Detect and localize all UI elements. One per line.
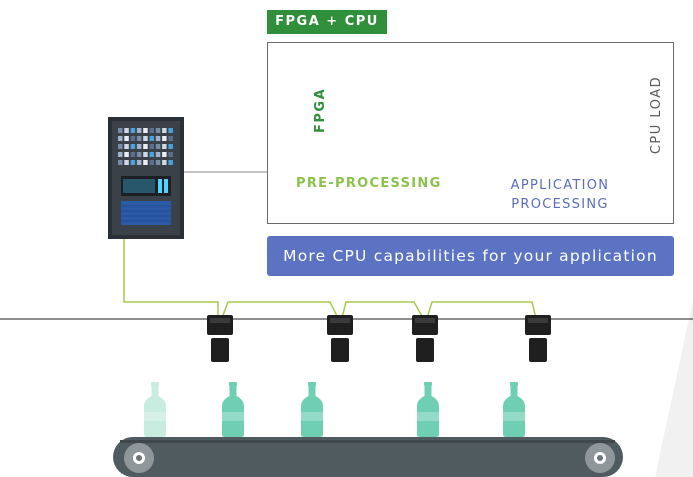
camera-icon <box>525 315 551 362</box>
server-led-grid <box>118 128 173 165</box>
camera-icon <box>327 315 353 362</box>
fpga-label: FPGA <box>313 87 328 133</box>
bottles <box>144 382 525 437</box>
bottle-icon <box>301 382 323 437</box>
cpu-capabilities-banner: More CPU capabilities for your applicati… <box>267 236 674 276</box>
fpga-load-label: 100% <box>352 107 382 118</box>
server-rack-icon <box>108 117 184 239</box>
processing-panel <box>267 42 674 224</box>
application-processing-line2: PROCESSING <box>511 197 609 212</box>
application-processing-label: APPLICATION PROCESSING <box>495 176 625 214</box>
bottle-icon <box>417 382 439 437</box>
bottle-icon <box>503 382 525 437</box>
conveyor-belt-icon <box>113 437 623 477</box>
camera-icon <box>412 315 438 362</box>
background-wedge <box>655 300 693 477</box>
cpu-load-label: CPU LOAD <box>649 75 664 155</box>
pre-processing-label: PRE-PROCESSING <box>296 176 442 191</box>
application-processing-line1: APPLICATION <box>510 178 610 193</box>
camera-icon <box>207 315 233 362</box>
connection-lines <box>123 238 537 319</box>
bottle-icon <box>222 382 244 437</box>
cameras <box>207 315 551 362</box>
fpga-cpu-tag: FPGA + CPU <box>267 10 387 34</box>
bottle-icon <box>144 382 166 437</box>
